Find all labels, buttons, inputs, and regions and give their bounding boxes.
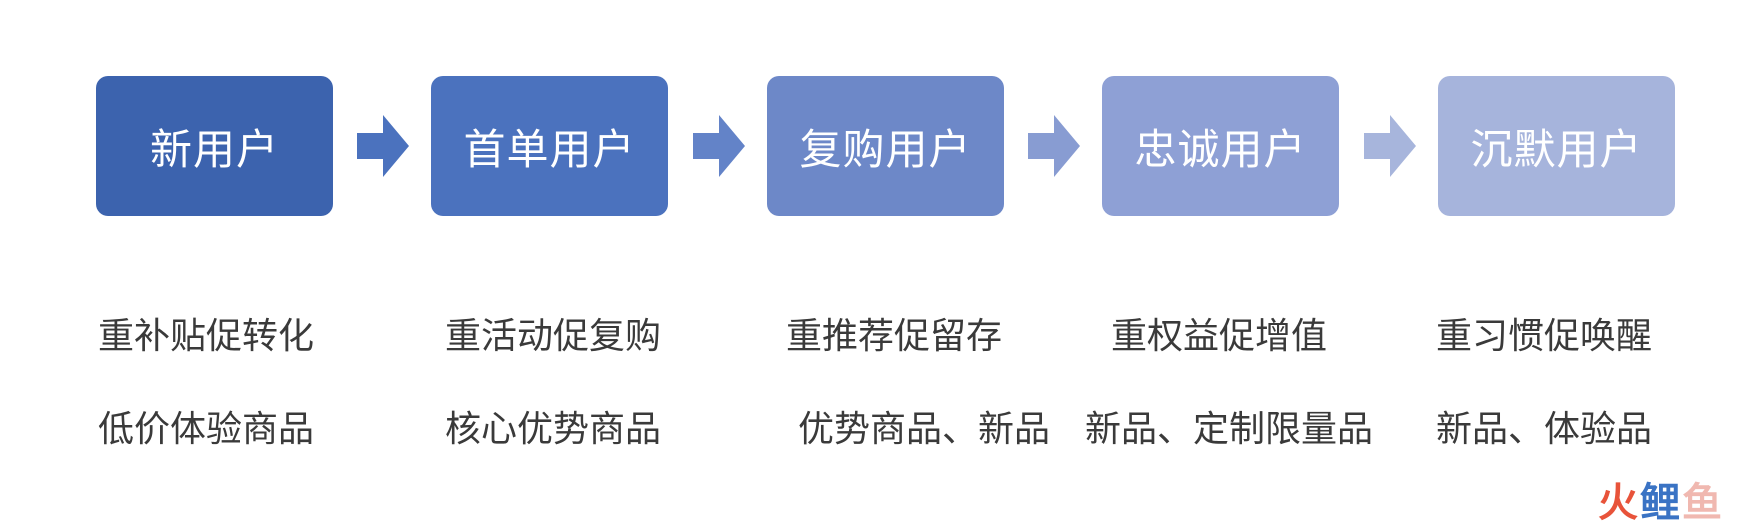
stage-box-new-user: 新用户 [96,76,333,216]
stage-products-text: 新品、体验品 [1435,409,1652,450]
stage-label: 首单用户 [463,124,636,174]
watermark-logo: 火鲤鱼 [1598,470,1724,528]
right-arrow-icon [1364,115,1416,177]
stage-label: 忠诚用户 [1134,124,1307,174]
watermark-char: 鱼 [1682,480,1724,526]
right-arrow-icon [1028,115,1080,177]
stage-products-text: 核心优势商品 [444,409,661,450]
right-arrow-icon [693,115,745,177]
stage-box-repurchase-user: 复购用户 [767,76,1004,216]
stage-focus-text: 重活动促复购 [444,316,661,357]
stage-focus-text: 重习惯促唤醒 [1435,316,1652,357]
stage-label: 新用户 [149,124,279,174]
stage-box-first-order-user: 首单用户 [431,76,668,216]
stage-focus-text: 重推荐促留存 [785,316,1002,357]
stage-box-loyal-user: 忠诚用户 [1102,76,1339,216]
stage-products-text: 新品、定制限量品 [1084,409,1373,450]
stage-focus-text: 重权益促增值 [1110,316,1327,357]
stage-products-text: 低价体验商品 [97,409,314,450]
watermark-char: 鲤 [1640,480,1682,526]
stage-focus-text: 重补贴促转化 [97,316,314,357]
watermark-char: 火 [1598,480,1640,526]
stage-box-silent-user: 沉默用户 [1438,76,1675,216]
right-arrow-icon [357,115,409,177]
stage-label: 沉默用户 [1470,124,1643,174]
stage-label: 复购用户 [799,124,972,174]
stage-products-text: 优势商品、新品 [797,409,1050,450]
